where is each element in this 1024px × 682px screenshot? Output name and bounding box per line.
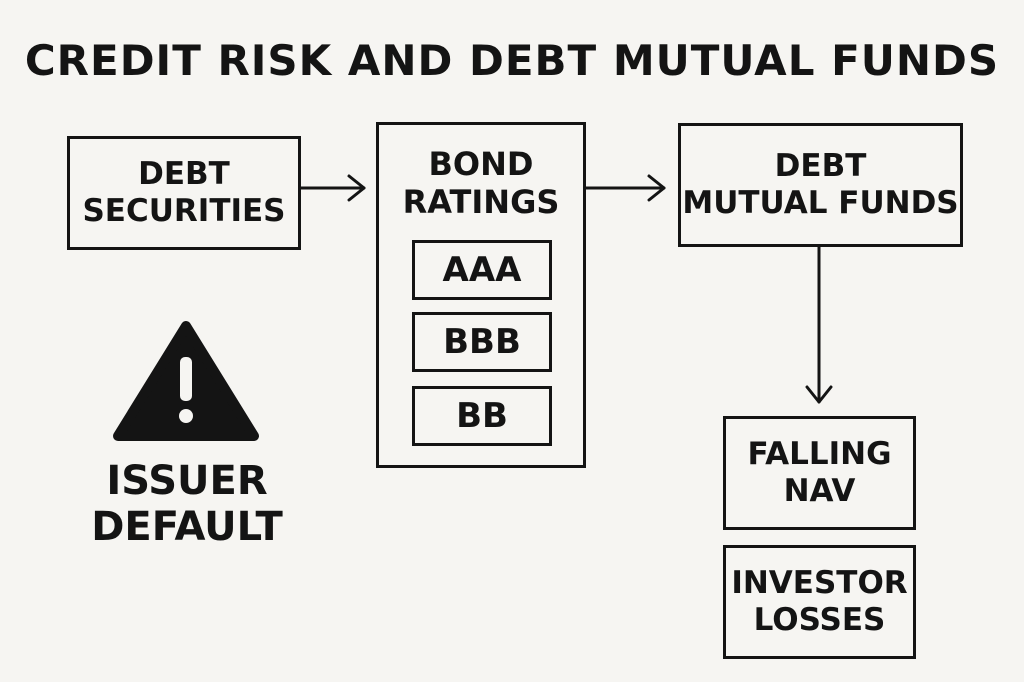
investor-losses-line-1: INVESTOR <box>731 565 908 602</box>
debt-mutual-funds-box: DEBT MUTUAL FUNDS <box>678 123 963 247</box>
bond-ratings-title-line-2: RATINGS <box>402 183 560 222</box>
bond-ratings-box: BOND RATINGS AAA BBB BB <box>376 122 586 468</box>
debt-mutual-funds-line-2: MUTUAL FUNDS <box>682 185 959 221</box>
rating-aaa-box: AAA <box>412 240 552 300</box>
bond-ratings-title-line-1: BOND <box>428 145 534 183</box>
investor-losses-box: INVESTOR LOSSES <box>723 545 916 659</box>
arrowhead-ratings-to-funds <box>647 174 666 202</box>
falling-nav-box: FALLING NAV <box>723 416 916 530</box>
bond-ratings-title: BOND RATINGS <box>379 145 583 222</box>
falling-nav-line-2: NAV <box>783 473 856 509</box>
warning-icon <box>113 321 259 441</box>
falling-nav-line-1: FALLING <box>747 436 892 473</box>
debt-securities-line-2: SECURITIES <box>82 193 286 229</box>
arrowhead-securities-to-ratings <box>347 174 366 202</box>
debt-securities-box: DEBT SECURITIES <box>67 136 301 250</box>
investor-losses-line-2: LOSSES <box>753 602 886 638</box>
issuer-default-line-1: ISSUER <box>106 458 268 504</box>
rating-bbb-box: BBB <box>412 312 552 372</box>
issuer-default-label: ISSUER DEFAULT <box>62 458 312 550</box>
debt-mutual-funds-line-1: DEBT <box>774 148 867 185</box>
rating-bb-box: BB <box>412 386 552 446</box>
debt-securities-line-1: DEBT <box>138 156 230 193</box>
arrowhead-funds-to-nav <box>805 385 833 404</box>
diagram-title: CREDIT RISK AND DEBT MUTUAL FUNDS <box>24 36 1000 85</box>
issuer-default-line-2: DEFAULT <box>91 504 283 550</box>
